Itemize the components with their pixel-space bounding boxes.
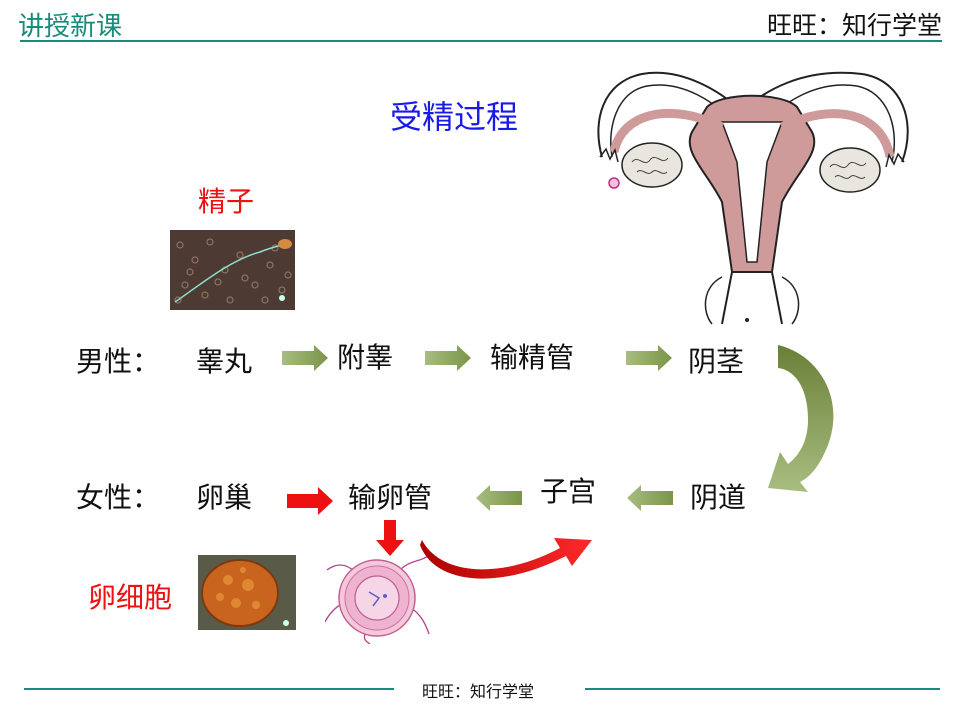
header-divider [20, 40, 942, 42]
female-step-ovary: 卵巢 [196, 481, 253, 514]
arrow-ovary-to-oviduct [287, 487, 333, 515]
male-label: 男性： [76, 345, 161, 378]
footer-divider-left [24, 688, 394, 690]
fertilization-illustration [325, 552, 430, 644]
arrow-epididymis-to-vas-deferens [425, 345, 471, 371]
sperm-label: 精子 [198, 185, 255, 218]
female-reproductive-diagram [582, 62, 922, 327]
sperm-photo [170, 230, 295, 310]
male-step-vas-deferens: 输精管 [490, 341, 575, 374]
arrow-penis-to-vagina [768, 345, 834, 492]
arrow-oviduct-to-uterus [420, 538, 592, 579]
brand-title: 旺旺：知行学堂 [766, 11, 942, 40]
female-step-oviduct: 输卵管 [348, 481, 433, 514]
arrow-vas-deferens-to-penis [626, 345, 672, 371]
male-step-testis: 睾丸 [196, 345, 253, 378]
egg-photo [198, 555, 296, 630]
footer-text: 旺旺：知行学堂 [422, 682, 535, 701]
arrow-oviduct-down [376, 520, 404, 556]
slide-title: 受精过程 [390, 98, 519, 136]
arrow-uterus-to-oviduct [476, 485, 522, 511]
egg-label: 卵细胞 [88, 581, 173, 614]
male-step-epididymis: 附睾 [337, 341, 394, 374]
arrow-testis-to-epididymis [282, 345, 328, 371]
male-step-penis: 阴茎 [688, 345, 745, 378]
female-label: 女性： [76, 481, 161, 514]
footer-divider-right [585, 688, 940, 690]
section-title: 讲授新课 [18, 12, 123, 42]
female-step-vagina: 阴道 [690, 481, 747, 514]
arrow-vagina-to-uterus [627, 485, 673, 511]
female-step-uterus: 子宫 [540, 475, 597, 508]
